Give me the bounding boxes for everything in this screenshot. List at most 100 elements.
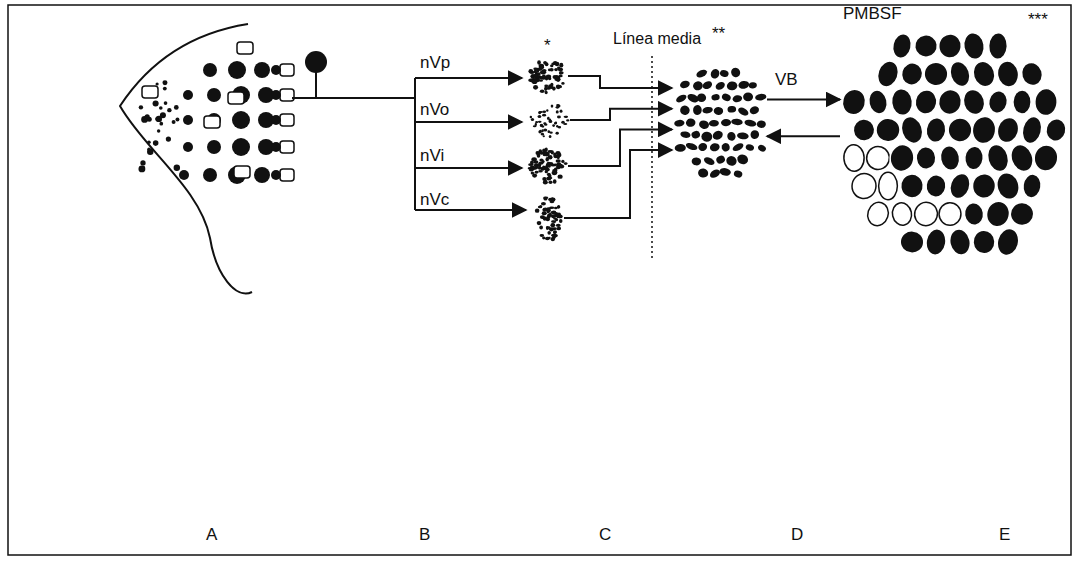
neuron-dot	[547, 214, 552, 217]
whisker-marker	[204, 116, 220, 128]
cortical-barrel	[853, 118, 876, 142]
cortical-barrel	[1034, 88, 1058, 116]
neuron-dot	[532, 79, 538, 84]
neuron-dot	[546, 87, 551, 90]
whisker-marker	[237, 42, 253, 54]
barreloid	[743, 93, 753, 102]
whisker-follicle	[138, 165, 145, 172]
neuron-dot	[530, 116, 532, 118]
whisker-marker	[142, 86, 158, 98]
whisker-follicle	[254, 167, 270, 183]
whisker-follicle	[271, 115, 281, 125]
barreloid	[713, 107, 723, 116]
neuron-dot	[540, 70, 545, 74]
neuron-dot	[551, 237, 555, 241]
barreloid	[738, 80, 750, 89]
neuron-dot	[539, 226, 543, 230]
barreloid	[749, 82, 757, 89]
neuron-dot	[557, 116, 561, 119]
neuron-cluster: nVp*	[528, 57, 568, 95]
whisker-follicle	[147, 148, 153, 154]
neuron-dot	[545, 62, 549, 66]
nerve-branch	[415, 77, 522, 79]
structure-label: nVc	[420, 190, 449, 210]
whisker-marker	[280, 141, 294, 153]
neuron-dot	[542, 177, 547, 181]
cortical-barrel	[984, 142, 1011, 174]
neuron-dot	[541, 202, 546, 205]
cortical-barrel	[962, 31, 987, 61]
structure-label: VB	[775, 70, 798, 90]
neuron-dot	[543, 212, 546, 216]
neuron-dot	[561, 82, 564, 85]
whisker-pad	[138, 42, 294, 184]
neuron-dot	[554, 234, 558, 237]
whisker-marker	[228, 92, 244, 104]
neuron-dot	[553, 179, 557, 184]
neuron-dot	[549, 135, 552, 138]
neuron-dot	[553, 220, 556, 223]
neuron-dot	[545, 166, 549, 171]
asterisk-mark: *	[544, 36, 551, 56]
pathway-arrow	[767, 99, 840, 101]
neuron-dot	[531, 171, 535, 174]
cortical-barrel	[867, 88, 890, 115]
cortical-barrel	[995, 59, 1020, 88]
neuron-dot	[557, 155, 560, 159]
neuron-dot	[542, 111, 546, 113]
cortical-barrel	[994, 170, 1023, 202]
whisker-marker	[280, 114, 294, 126]
neuron-dot	[554, 168, 557, 172]
neuron-dot	[534, 70, 537, 73]
cortical-barrel	[970, 115, 997, 145]
cortical-barrel	[890, 201, 913, 227]
neuron-dot	[556, 227, 561, 230]
barreloid	[715, 154, 726, 165]
whisker-follicle	[157, 129, 160, 132]
frame	[8, 5, 1071, 555]
barreloid	[697, 168, 708, 179]
whisker-follicle	[183, 142, 193, 152]
cortical-barrel	[963, 202, 985, 227]
neuron-dot	[546, 157, 549, 161]
neuron-dot	[543, 135, 545, 137]
whisker-marker	[280, 64, 294, 76]
cortical-barrel	[843, 144, 864, 171]
barreloid	[757, 144, 767, 153]
whisker-follicle	[167, 108, 171, 112]
whisker-follicle	[207, 88, 221, 102]
ganglion-stem	[315, 62, 317, 98]
cortical-barrel	[1020, 115, 1045, 146]
neuron-dot	[553, 230, 557, 233]
whisker-follicle	[254, 62, 270, 78]
neuron-dot	[557, 105, 560, 108]
cortical-barrel	[898, 114, 926, 147]
whisker-follicle	[228, 61, 246, 79]
whisker-follicle	[140, 160, 145, 165]
barreloid	[719, 69, 729, 78]
cortical-barrel	[890, 32, 913, 60]
cortical-barrel	[899, 173, 924, 199]
barreloid	[685, 118, 696, 128]
cortical-barrel	[938, 144, 961, 172]
cortical-barrel	[924, 227, 948, 256]
neuron-dot	[549, 162, 554, 165]
neuron-dot	[539, 79, 543, 82]
whisker-follicle	[163, 87, 167, 91]
nerve-branch	[415, 167, 522, 169]
neuron-dot	[546, 109, 548, 112]
neuron-dot	[548, 131, 550, 133]
neuron-cluster: nVo	[528, 101, 570, 139]
neuron-dot	[538, 206, 542, 209]
neuron-dot	[535, 171, 539, 174]
panel-letter: E	[999, 525, 1010, 545]
barreloid	[731, 118, 743, 125]
cortical-barrel	[946, 116, 974, 144]
cortical-barrel	[925, 174, 948, 199]
neuron-dot	[539, 205, 542, 208]
neuron-dot	[564, 116, 568, 118]
neuron-dot	[529, 169, 534, 172]
barreloid	[729, 66, 742, 79]
whisker-follicle	[183, 115, 193, 125]
neuron-dot	[538, 121, 542, 123]
